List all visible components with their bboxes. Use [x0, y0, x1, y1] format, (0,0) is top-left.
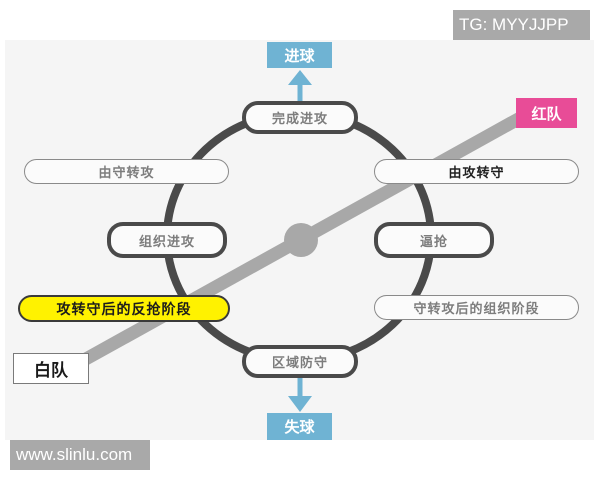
label-attack-to-defense: 由攻转守 — [374, 159, 579, 184]
center-hub — [284, 223, 318, 257]
node-organize-attack-label: 组织进攻 — [138, 234, 195, 250]
label-counter-press-phase-text: 攻转守后的反抢阶段 — [56, 301, 192, 318]
label-organize-phase: 守转攻后的组织阶段 — [374, 295, 579, 320]
goal-scored-box: 进球 — [267, 42, 332, 68]
white-team-box: 白队 — [13, 353, 89, 384]
goal-conceded-label: 失球 — [284, 418, 315, 436]
watermark-bottom-left: www.slinlu.com — [10, 440, 150, 470]
node-complete-attack-label: 完成进攻 — [271, 112, 328, 127]
goal-scored-label: 进球 — [284, 46, 315, 65]
label-defense-to-attack-text: 由守转攻 — [98, 166, 155, 181]
red-team-label: 红队 — [531, 104, 562, 123]
label-defense-to-attack: 由守转攻 — [24, 159, 229, 184]
arrow-up-head — [288, 70, 312, 85]
red-team-box: 红队 — [516, 98, 577, 128]
node-complete-attack: 完成进攻 — [242, 101, 358, 134]
node-zone-defense: 区域防守 — [242, 345, 358, 378]
white-team-label: 白队 — [34, 361, 68, 381]
watermark-bottom-left-text: www.slinlu.com — [16, 445, 133, 464]
watermark-top-right-text: TG: MYYJJPP — [459, 15, 569, 34]
arrow-down-head — [288, 396, 312, 412]
node-zone-defense-label: 区域防守 — [271, 356, 328, 371]
label-attack-to-defense-text: 由攻转守 — [448, 166, 505, 181]
node-press: 逼抢 — [374, 222, 494, 258]
label-counter-press-phase: 攻转守后的反抢阶段 — [18, 295, 230, 322]
label-organize-phase-text: 守转攻后的组织阶段 — [413, 302, 540, 317]
watermark-top-right: TG: MYYJJPP — [453, 10, 590, 40]
node-organize-attack: 组织进攻 — [107, 222, 227, 258]
goal-conceded-box: 失球 — [267, 413, 332, 440]
node-press-label: 逼抢 — [419, 234, 448, 250]
